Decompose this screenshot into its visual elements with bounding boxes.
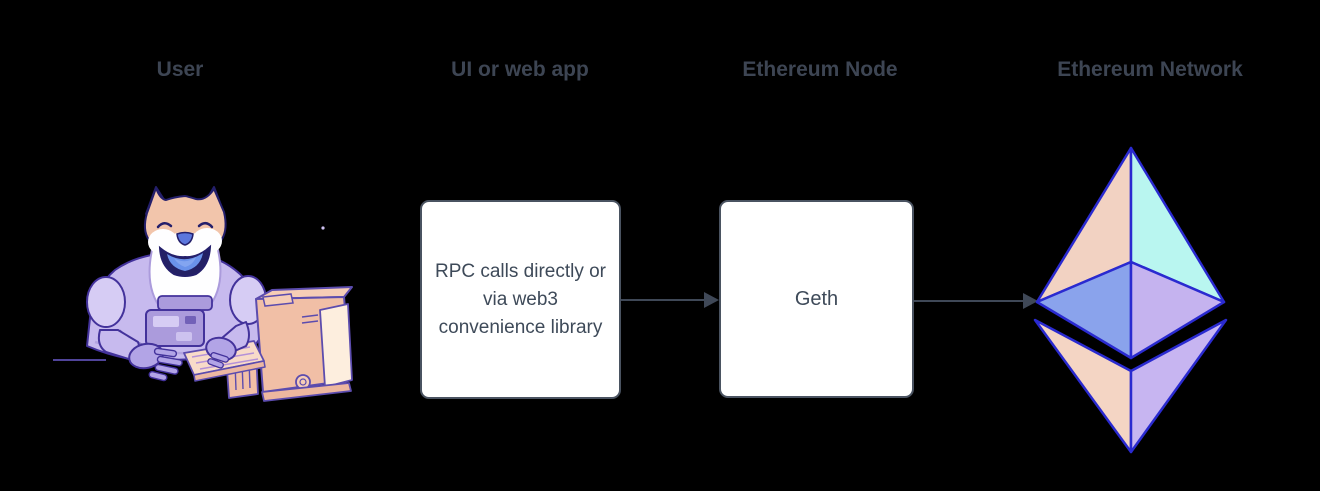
arrowhead-icon <box>1023 293 1038 309</box>
column-label-ui: UI or web app <box>451 58 589 81</box>
doge-nose <box>176 231 194 246</box>
computer-front-panel <box>319 303 353 388</box>
doge-gloves <box>97 321 250 382</box>
sparkle-dot <box>321 226 325 230</box>
doge-user-illustration <box>53 186 353 402</box>
column-label-user: User <box>156 58 204 81</box>
retro-computer-illustration <box>183 286 353 402</box>
ethereum-logo-icon <box>1033 146 1228 454</box>
geth-node-box: Geth <box>719 200 914 398</box>
arrow-webapp-to-geth <box>621 292 719 308</box>
eth-face-bottom-right <box>1129 318 1228 454</box>
webapp-node-box: RPC calls directly or via web3 convenien… <box>420 200 621 399</box>
column-label-network: Ethereum Network <box>1057 58 1243 81</box>
webapp-node-label: RPC calls directly or via web3 convenien… <box>434 260 607 338</box>
geth-node-label: Geth <box>794 288 839 310</box>
eth-face-mid-right <box>1129 260 1226 360</box>
doge-head <box>143 186 227 277</box>
doge-right-eye <box>197 222 214 229</box>
column-label-node: Ethereum Node <box>742 58 898 81</box>
arrowhead-icon <box>704 292 719 308</box>
arrow-geth-to-network <box>914 293 1038 309</box>
doge-left-eye <box>156 222 173 229</box>
doge-chest-device <box>145 295 213 347</box>
